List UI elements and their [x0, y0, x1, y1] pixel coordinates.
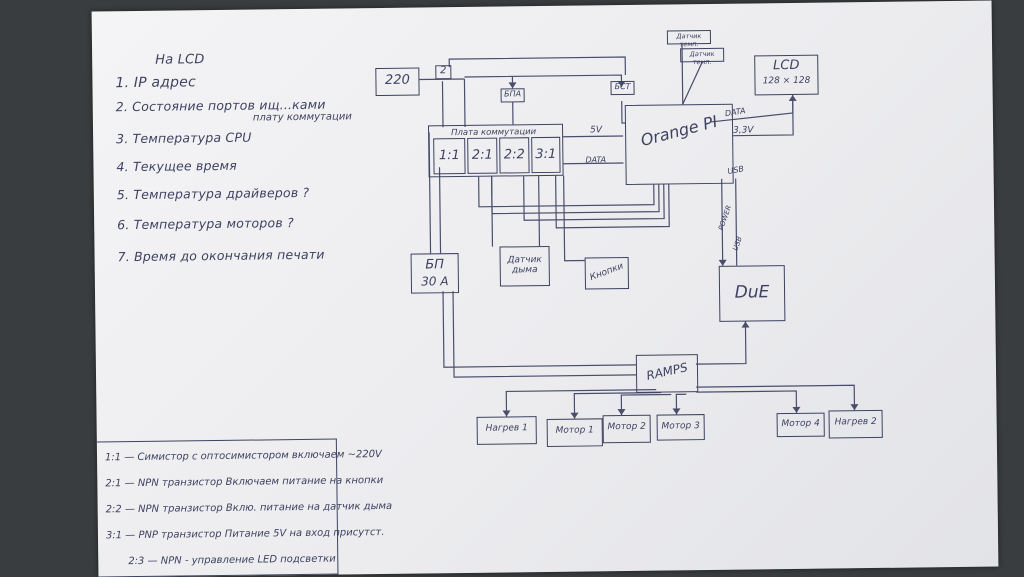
- output-heater-2-label: Нагрев 2: [834, 416, 877, 428]
- fuse-2-box: 2: [435, 65, 452, 80]
- psu-box: БП 30 A: [410, 253, 460, 294]
- output-motor-4: Мотор 4: [776, 412, 825, 438]
- mains-220-label: 220: [384, 72, 410, 88]
- paper-sheet: На LCD 1. IP адрес 2. Состояние портов и…: [91, 0, 999, 577]
- relay-2-2: 2:2: [499, 137, 530, 174]
- bst-label: БСТ: [614, 81, 631, 92]
- output-motor-3: Мотор 3: [656, 414, 705, 441]
- relay-board: Плата коммутации 1:1 2:1 2:2 3:1: [427, 123, 564, 178]
- output-motor-4-label: Мотор 4: [781, 418, 820, 430]
- output-motor-3-label: Мотор 3: [661, 421, 700, 432]
- output-heater-1: Нагрев 1: [476, 416, 537, 445]
- buttons-label: Кнопки: [588, 261, 625, 284]
- mains-220-box: 220: [375, 67, 420, 97]
- temp-sensor-2: Датчик темп.: [680, 47, 725, 66]
- smoke-sensor-box: Датчик дыма: [499, 245, 550, 287]
- temp-sensor-1-label: Датчик темп.: [676, 32, 702, 49]
- output-motor-2-label: Мотор 2: [607, 421, 646, 433]
- buttons-box: Кнопки: [584, 256, 630, 290]
- temp-sensor-1: Датчик темп.: [666, 29, 712, 48]
- legend-box: 1:1 — Симистор с оптосимистором включаем…: [96, 438, 392, 577]
- psu-label: БП: [425, 257, 445, 273]
- legend-item-5: 2:3 — NPN - управление LED подсветки: [128, 553, 336, 568]
- wire-label-5v: 5V: [590, 125, 603, 136]
- wire-label-data-relay: DATA: [585, 155, 607, 165]
- wiring-diagram: [419, 44, 859, 419]
- output-motor-2: Мотор 2: [602, 414, 651, 444]
- ramps-label: RAMPS: [645, 360, 689, 383]
- output-motor-1-label: Мотор 1: [555, 425, 594, 436]
- smoke-sensor-label: Датчик дыма: [507, 255, 542, 276]
- relay-2-2-label: 2:2: [503, 147, 525, 163]
- relay-2-1-label: 2:1: [471, 147, 493, 163]
- bpa-box: БПА: [500, 88, 525, 103]
- relay-3-1: 3:1: [531, 136, 561, 174]
- relay-1-1: 1:1: [433, 137, 466, 175]
- relay-3-1-label: 3:1: [535, 146, 557, 163]
- output-heater-2: Нагрев 2: [828, 409, 883, 439]
- due-label: DuE: [734, 282, 770, 303]
- due-box: DuE: [718, 265, 786, 322]
- wire-label-33v: 3,3V: [733, 125, 754, 136]
- lcd-resolution: 128 × 128: [762, 75, 811, 87]
- output-heater-1-label: Нагрев 1: [485, 423, 528, 434]
- lcd-label: LCD: [773, 57, 800, 74]
- bpa-label: БПА: [504, 89, 522, 99]
- fuse-2-label: 2: [440, 65, 447, 77]
- relay-2-1: 2:1: [467, 137, 498, 174]
- psu-amps: 30 A: [421, 274, 449, 289]
- ramps-box: RAMPS: [635, 354, 699, 393]
- temp-sensor-2-label: Датчик темп.: [689, 49, 715, 67]
- bst-box: БСТ: [610, 80, 635, 96]
- orange-pi-box: Orange PI: [624, 103, 734, 186]
- output-motor-1: Мотор 1: [546, 418, 603, 447]
- relay-1-1-label: 1:1: [438, 148, 460, 164]
- orange-pi-label: Orange PI: [638, 111, 720, 151]
- lcd-box: LCD 128 × 128: [754, 54, 819, 96]
